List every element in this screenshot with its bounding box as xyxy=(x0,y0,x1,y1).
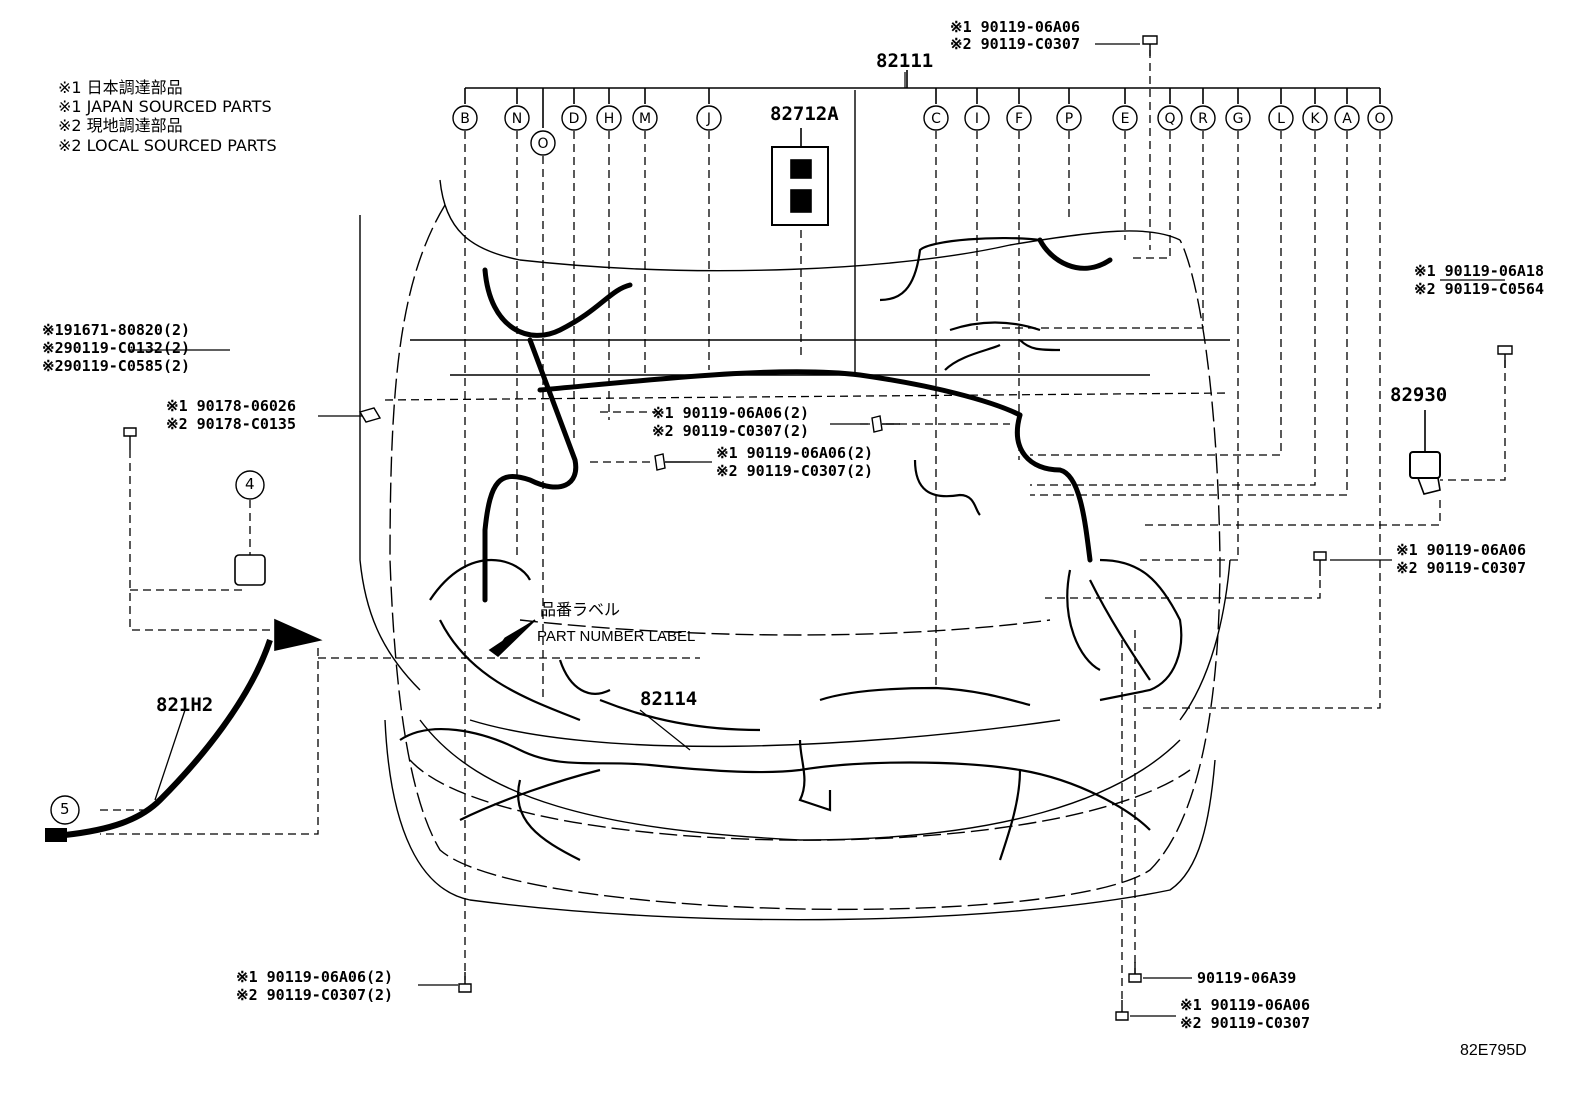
engine-bay-outline xyxy=(359,90,1231,921)
bolt-right-upper-2: ※2 90119-C0564 xyxy=(1414,280,1544,298)
callout-l: L xyxy=(1277,111,1285,127)
label-leaders xyxy=(130,43,1505,1017)
ref-5: 5 xyxy=(60,800,70,818)
bolt-top-right-1: ※1 90119-06A06 xyxy=(950,18,1080,36)
part-number-label-en: PART NUMBER LABEL xyxy=(537,628,696,645)
callout-drop-lines xyxy=(464,88,1381,128)
callout-m: M xyxy=(639,111,651,127)
callout-i: I xyxy=(975,111,979,127)
bolt-center2-2: ※2 90119-C0307(2) xyxy=(716,462,874,480)
callout-j: J xyxy=(706,111,711,127)
diagram-code: 82E795D xyxy=(1460,1042,1527,1059)
callout-c: C xyxy=(931,111,941,127)
bolt-icons xyxy=(123,35,1513,1021)
part-number-label-jp: 品番ラベル xyxy=(540,600,621,619)
bolt-right-mid-2: ※2 90119-C0307 xyxy=(1396,559,1526,577)
label-arrow-icon xyxy=(488,619,536,658)
part-82712A: 82712A xyxy=(770,103,839,125)
part-82114: 82114 xyxy=(640,688,698,710)
callout-g: G xyxy=(1233,111,1244,127)
bolt-bottom-left-1: ※1 90119-06A06(2) xyxy=(236,968,394,986)
bolt-left-2: ※290119-C0132(2) xyxy=(42,339,191,357)
legend-line-2: ※1 JAPAN SOURCED PARTS xyxy=(58,97,272,116)
callout-b: B xyxy=(460,111,470,127)
clip-1: ※1 90178-06026 xyxy=(166,397,296,415)
sub-harness-821H2 xyxy=(45,554,323,842)
part-82111: 82111 xyxy=(876,50,934,72)
part-821H2: 821H2 xyxy=(156,694,214,716)
bolt-right-upper-1: ※1 90119-06A18 xyxy=(1414,262,1544,280)
callout-d: D xyxy=(569,111,580,127)
relay-block-82712A xyxy=(771,128,829,226)
clip-2: ※2 90178-C0135 xyxy=(166,415,296,433)
legend-line-3: ※2 現地調達部品 xyxy=(58,116,183,135)
bolt-bottom-right-2: ※2 90119-C0307 xyxy=(1180,1014,1310,1032)
callout-o: O xyxy=(537,136,548,152)
dashed-leaders xyxy=(100,50,1506,1000)
callout-n: N xyxy=(512,111,522,127)
callout-e: E xyxy=(1121,111,1130,127)
bolt-center2-1: ※1 90119-06A06(2) xyxy=(716,444,874,462)
part-82930: 82930 xyxy=(1390,384,1448,406)
legend-line-1: ※1 日本調達部品 xyxy=(58,78,183,97)
sensor-82930 xyxy=(1409,410,1441,495)
callout-a: A xyxy=(1342,111,1352,127)
callout-h: H xyxy=(604,111,615,127)
ref-4: 4 xyxy=(245,475,255,493)
bolt-left-3: ※290119-C0585(2) xyxy=(42,357,191,375)
callout-p: P xyxy=(1065,111,1073,127)
callout-r: R xyxy=(1198,111,1208,127)
callout-circles xyxy=(50,105,1393,825)
bolt-bottom-left-2: ※2 90119-C0307(2) xyxy=(236,986,394,1004)
bolt-center1-1: ※1 90119-06A06(2) xyxy=(652,404,810,422)
bolt-right-mid-1: ※1 90119-06A06 xyxy=(1396,541,1526,559)
harness-wires xyxy=(399,236,1183,861)
callout-q: Q xyxy=(1164,111,1175,127)
callout-o: O xyxy=(1374,111,1385,127)
callout-k: K xyxy=(1310,111,1320,127)
bolt-center1-2: ※2 90119-C0307(2) xyxy=(652,422,810,440)
legend-line-4: ※2 LOCAL SOURCED PARTS xyxy=(58,136,277,155)
harness-bundles xyxy=(482,237,1113,603)
bolt-bottom-right-single: 90119-06A39 xyxy=(1197,969,1297,987)
bolt-left-1: ※191671-80820(2) xyxy=(42,321,191,339)
callout-f: F xyxy=(1015,111,1023,127)
bolt-bottom-right-1: ※1 90119-06A06 xyxy=(1180,996,1310,1014)
bolt-top-right-2: ※2 90119-C0307 xyxy=(950,35,1080,53)
